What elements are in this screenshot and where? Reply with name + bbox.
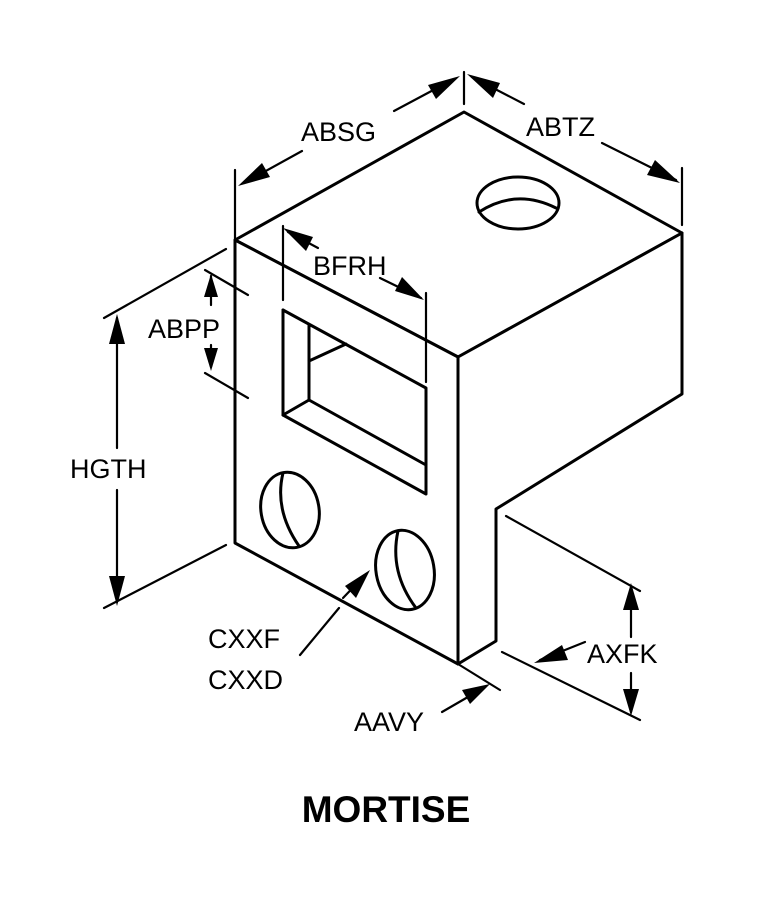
label-bfrh: BFRH xyxy=(313,251,387,281)
front-hole-left xyxy=(259,470,321,550)
dim-abtz xyxy=(467,74,684,227)
block-body xyxy=(233,110,684,666)
label-hgth: HGTH xyxy=(70,454,147,484)
dim-abpp xyxy=(203,268,250,400)
diagram-title: MORTISE xyxy=(302,789,471,830)
top-hole xyxy=(475,175,561,231)
label-aavy: AAVY xyxy=(354,707,424,737)
label-abpp: ABPP xyxy=(148,314,220,344)
label-absg: ABSG xyxy=(301,117,376,147)
label-axfk: AXFK xyxy=(587,639,658,669)
label-cxxf: CXXF xyxy=(208,624,280,654)
dim-aavy xyxy=(440,662,502,714)
dim-absg xyxy=(233,70,466,242)
dim-bfrh xyxy=(281,224,428,384)
dim-cxxf-cxxd-leader xyxy=(298,570,370,657)
label-abtz: ABTZ xyxy=(526,112,595,142)
front-hole-right xyxy=(374,528,436,612)
label-cxxd: CXXD xyxy=(208,665,283,695)
dim-hgth xyxy=(102,247,228,610)
dim-axfk xyxy=(500,514,642,722)
mortise-opening xyxy=(281,308,428,496)
